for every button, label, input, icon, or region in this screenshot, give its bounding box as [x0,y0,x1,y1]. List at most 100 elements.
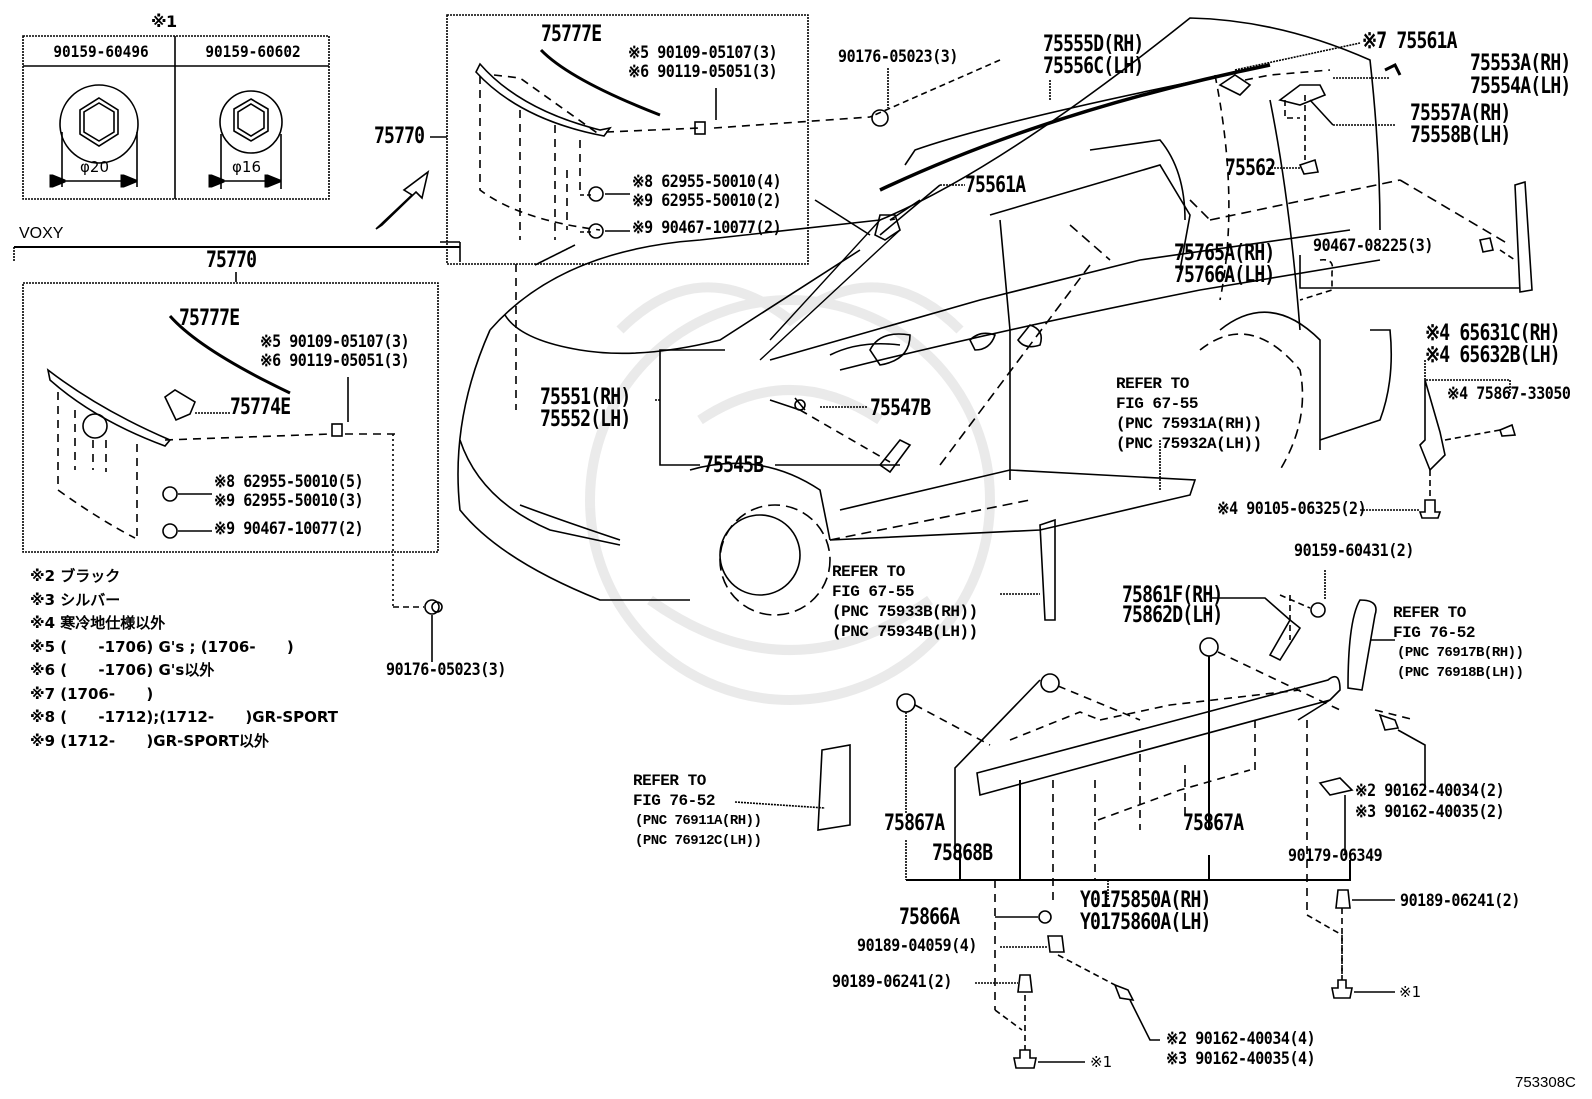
refer-rocker-line-4: (PNC 75932A(LH)) [1116,435,1262,453]
callout-screw-60431: 90159-60431(2) [1294,541,1414,561]
callout-rear-end-b-lh: 75558B(LH) [1410,123,1511,148]
refer-pillar-block: REFER TO FIG 67-55 (PNC 75933B(RH)) (PNC… [832,562,978,642]
callout-rear-end-b-rh: 75557A(RH) [1410,101,1511,126]
mudguard-group [1360,360,1517,519]
callout-nut-90179: 90179-06349 [1288,846,1383,866]
callout-clip-75867a-left: 75867A [884,811,945,836]
refer-rocker-line-2: FIG 67-55 [1116,395,1198,413]
voxy-clip-b-label: ※9 62955-50010(3) [214,491,364,511]
hex-table-title: ※1 [151,12,177,31]
variant-label: VOXY [19,225,64,242]
callout-roof-molding-lh: 75556C(LH) [1043,54,1144,79]
callout-clip-75868b: 75868B [932,841,993,866]
callout-rear-end-a-lh: 75554A(LH) [1470,74,1571,99]
callout-clip-90467: 90467-08225(3) [1313,236,1433,256]
refer-rear-line-4: (PNC 76918B(LH)) [1397,665,1524,681]
callout-rocker-end-lh: 75862D(LH) [1122,603,1223,628]
callout-bolt-06241-right: 90189-06241(2) [1400,891,1520,911]
callout-mudguard-screw: ※4 75867-33050 [1447,384,1571,404]
hex-table-diameter-2: φ16 [232,158,261,176]
refer-rear-line-1: REFER TO [1393,604,1466,622]
vehicle-body-outline [457,17,1533,621]
upper-screw-b-label: ※6 90119-05051(3) [628,62,778,82]
refer-front-line-4: (PNC 76912C(LH)) [635,833,762,849]
refer-pillar-line-1: REFER TO [832,563,905,581]
callout-nut-top: 90176-05023(3) [838,47,958,67]
callout-rocker-end-rh: 75861F(RH) [1122,583,1223,608]
footnote-9: ※9 (1712- )GR-SPORT以外 [30,731,270,750]
hex-socket-icon-20 [60,84,139,187]
footnote-8: ※8 ( -1712);(1712- )GR-SPORT [30,708,339,726]
callout-nut-90162-top-b: ※3 90162-40035(2) [1355,802,1505,822]
footnote-4: ※4 寒冷地仕様以外 [30,614,166,632]
callout-quarter-garnish-lh: 75766A(LH) [1174,263,1275,288]
refer-rocker-line-3: (PNC 75931A(RH)) [1116,415,1262,433]
callout-ref1-left: ※1 [1090,1053,1113,1071]
upper-detail-box [430,14,871,410]
callout-roof-clip: 75561A [965,173,1026,198]
hex-table-part-2: 90159-60602 [205,42,301,61]
upper-assembly-label: 75770 [374,124,425,149]
refer-rear-line-2: FIG 76-52 [1393,624,1475,642]
cowl-callout-box [655,349,900,466]
upper-clip-b-label: ※9 62955-50010(2) [632,191,782,211]
refer-pillar-line-4: (PNC 75934B(LH)) [832,623,978,641]
hex-socket-icon-16 [220,90,283,189]
callout-mudguard-lh: ※4 65632B(LH) [1425,343,1561,368]
callout-rocker-assy-lh: Y0175860A(LH) [1080,910,1211,935]
refer-front-block: REFER TO FIG 76-52 (PNC 76911A(RH)) (PNC… [633,771,762,851]
refer-front-line-1: REFER TO [633,772,706,790]
callout-ref1-right: ※1 [1399,983,1422,1001]
footnotes: ※2 ブラック ※3 シルバー ※4 寒冷地仕様以外 ※5 ( -1706) G… [30,565,338,753]
figure-code: 753308C [1515,1074,1576,1091]
voxy-clip-a-label: ※8 62955-50010(5) [214,472,364,492]
refer-pillar-line-3: (PNC 75933B(RH)) [832,603,978,621]
callout-rocker-assy-rh: Y0175850A(RH) [1080,888,1211,913]
refer-front-line-2: FIG 76-52 [633,792,715,810]
upper-clip-a-label: ※8 62955-50010(4) [632,172,782,192]
voxy-nut-label: 90176-05023(3) [386,660,506,680]
callout-clip-75562: 75562 [1225,156,1276,181]
hex-table-part-1: 90159-60496 [53,42,149,61]
refer-pillar-line-2: FIG 67-55 [832,583,914,601]
voxy-emblem-label: 75774E [230,395,291,420]
upper-screw-a-label: ※5 90109-05107(3) [628,43,778,63]
callout-nut-90162-top-a: ※2 90162-40034(2) [1355,781,1505,801]
voxy-bracket [13,241,461,282]
voxy-clip-c-label: ※9 90467-10077(2) [214,519,364,539]
leader-lines [869,42,1395,595]
callout-nut-04059: 90189-04059(4) [857,936,977,956]
refer-rocker-block: REFER TO FIG 67-55 (PNC 75931A(RH)) (PNC… [1116,374,1262,454]
callout-bolt-06241-left: 90189-06241(2) [832,972,952,992]
refer-rear-line-3: (PNC 76917B(RH)) [1397,645,1524,661]
callout-nut-90162-bottom-b: ※3 90162-40035(4) [1166,1049,1316,1069]
callout-roof-clip-note7: ※7 75561A [1362,29,1457,54]
hex-table-diameter-1: φ20 [80,158,109,176]
voxy-detail-box [22,282,443,662]
callout-clip-75547b: 75547B [870,396,931,421]
hex-socket-table [22,35,330,200]
callout-clip-75545b: 75545B [703,453,764,478]
callout-clip-75866a: 75866A [899,905,960,930]
voxy-screw-a-label: ※5 90109-05107(3) [260,332,410,352]
callout-nut-90162-bottom-a: ※2 90162-40034(4) [1166,1029,1316,1049]
callout-mudguard-rh: ※4 65631C(RH) [1425,321,1561,346]
footnote-3: ※3 シルバー [30,590,121,609]
voxy-screw-b-label: ※6 90119-05051(3) [260,351,410,371]
refer-rear-block: REFER TO FIG 76-52 (PNC 76917B(RH)) (PNC… [1393,603,1524,683]
callout-rear-end-a-rh: 75553A(RH) [1470,51,1571,76]
direction-arrow-icon [375,170,430,230]
footnote-7: ※7 (1706- ) [30,684,154,703]
callout-quarter-garnish-rh: 75765A(RH) [1174,241,1275,266]
voxy-assembly-label: 75770 [206,248,257,273]
callout-cowl-rh: 75551(RH) [540,385,631,410]
refer-front-line-3: (PNC 76911A(RH)) [635,813,762,829]
callout-clip-75867a-right: 75867A [1183,811,1244,836]
callout-cowl-lh: 75552(LH) [540,407,631,432]
refer-rocker-line-1: REFER TO [1116,375,1189,393]
voxy-molding-label: 75777E [179,306,240,331]
upper-molding-label: 75777E [541,22,602,47]
rocker-molding-assembly [734,570,1426,1069]
upper-clip-c-label: ※9 90467-10077(2) [632,218,782,238]
